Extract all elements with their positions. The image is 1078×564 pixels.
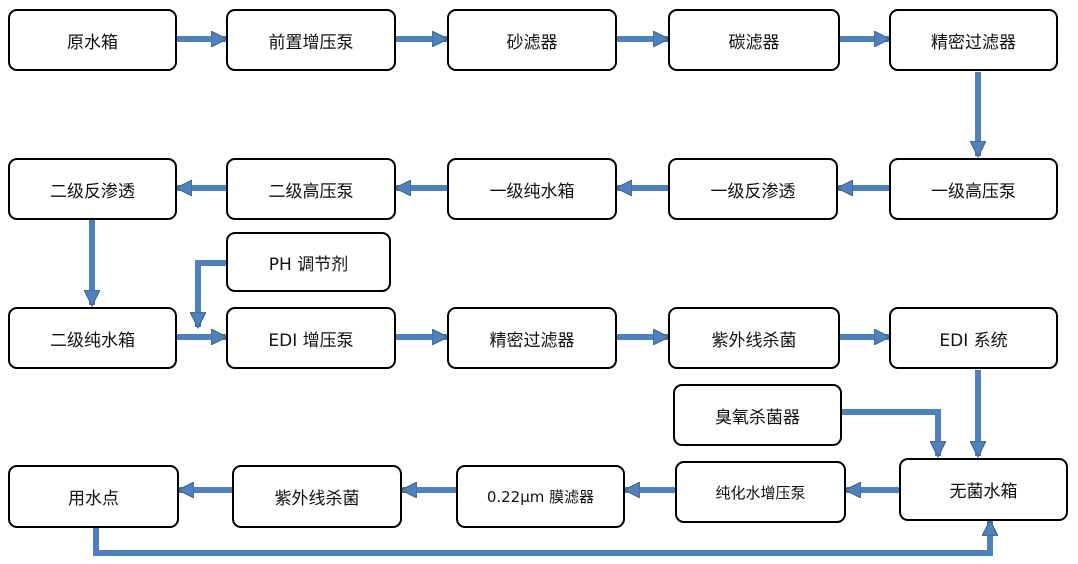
node-edi-booster-pump: EDI 增压泵 — [226, 307, 396, 369]
node-point-of-use: 用水点 — [8, 465, 179, 528]
node-sand-filter: 砂滤器 — [447, 9, 617, 71]
node-stage2-high-pressure-pump: 二级高压泵 — [226, 158, 396, 220]
node-uv-sterilizer-1: 紫外线杀菌 — [668, 307, 840, 369]
node-sterile-water-tank: 无菌水箱 — [899, 458, 1068, 521]
node-stage2-reverse-osmosis: 二级反渗透 — [8, 158, 177, 220]
node-stage1-pure-water-tank: 一级纯水箱 — [447, 158, 617, 220]
node-stage1-high-pressure-pump: 一级高压泵 — [889, 158, 1058, 220]
node-uv-sterilizer-2: 紫外线杀菌 — [232, 465, 402, 528]
arrow-use-return-loop — [93, 521, 990, 556]
node-raw-water-tank: 原水箱 — [8, 9, 177, 71]
arrow-ozone-to-sterile — [842, 409, 938, 456]
node-stage1-reverse-osmosis: 一级反渗透 — [668, 158, 838, 220]
node-pure-water-booster-pump: 纯化水增压泵 — [675, 461, 846, 523]
node-carbon-filter: 碳滤器 — [668, 9, 840, 71]
node-ozone-sterilizer: 臭氧杀菌器 — [673, 384, 842, 446]
node-membrane-filter: 0.22μm 膜滤器 — [456, 465, 625, 528]
node-precision-filter-2: 精密过滤器 — [447, 307, 617, 369]
node-stage2-pure-water-tank: 二级纯水箱 — [8, 307, 177, 369]
node-precision-filter-1: 精密过滤器 — [889, 9, 1058, 71]
node-edi-system: EDI 系统 — [889, 307, 1058, 369]
node-pre-booster-pump: 前置增压泵 — [226, 9, 396, 71]
node-ph-regulator: PH 调节剂 — [226, 232, 391, 292]
arrow-ph-to-edi-pump — [198, 260, 226, 327]
